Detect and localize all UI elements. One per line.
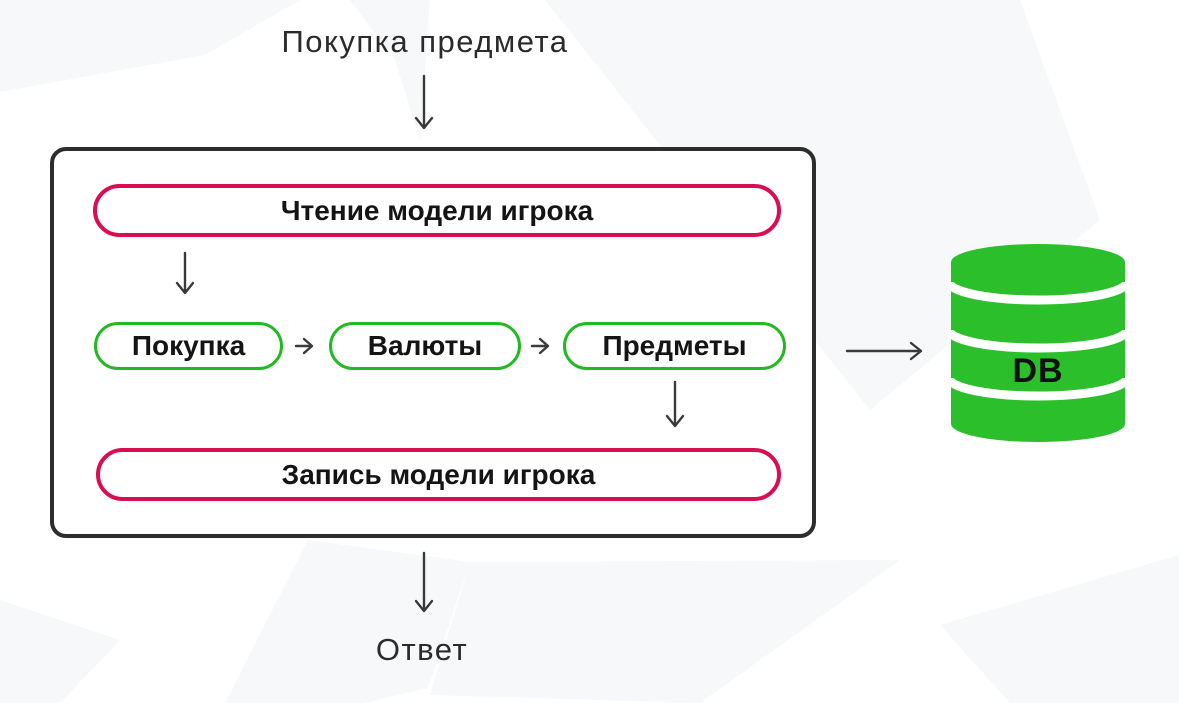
database-label: DB (1012, 352, 1063, 390)
arrow-down-icon (414, 74, 434, 130)
step-pill-currencies: Валюты (329, 322, 521, 370)
step-pill-purchase: Покупка (94, 322, 283, 370)
arrow-down-icon (665, 380, 685, 428)
arrow-right-icon (294, 337, 314, 355)
write-model-label: Запись модели игрока (281, 458, 596, 490)
output-flow-label: Ответ (375, 632, 469, 667)
read-model-label: Чтение модели игрока (280, 194, 594, 226)
arrow-down-icon (175, 251, 195, 295)
read-model-pill: Чтение модели игрока (93, 184, 781, 237)
database-icon: DB (948, 244, 1128, 442)
arrow-right-icon (530, 337, 550, 355)
input-flow-label: Покупка предмета (281, 24, 569, 59)
step-pill-items: Предметы (563, 322, 786, 370)
step-label: Валюты (367, 330, 483, 361)
step-label: Предметы (602, 330, 747, 361)
arrow-down-icon (414, 551, 434, 613)
step-label: Покупка (131, 330, 246, 361)
write-model-pill: Запись модели игрока (96, 448, 781, 501)
arrow-right-icon (845, 341, 923, 361)
